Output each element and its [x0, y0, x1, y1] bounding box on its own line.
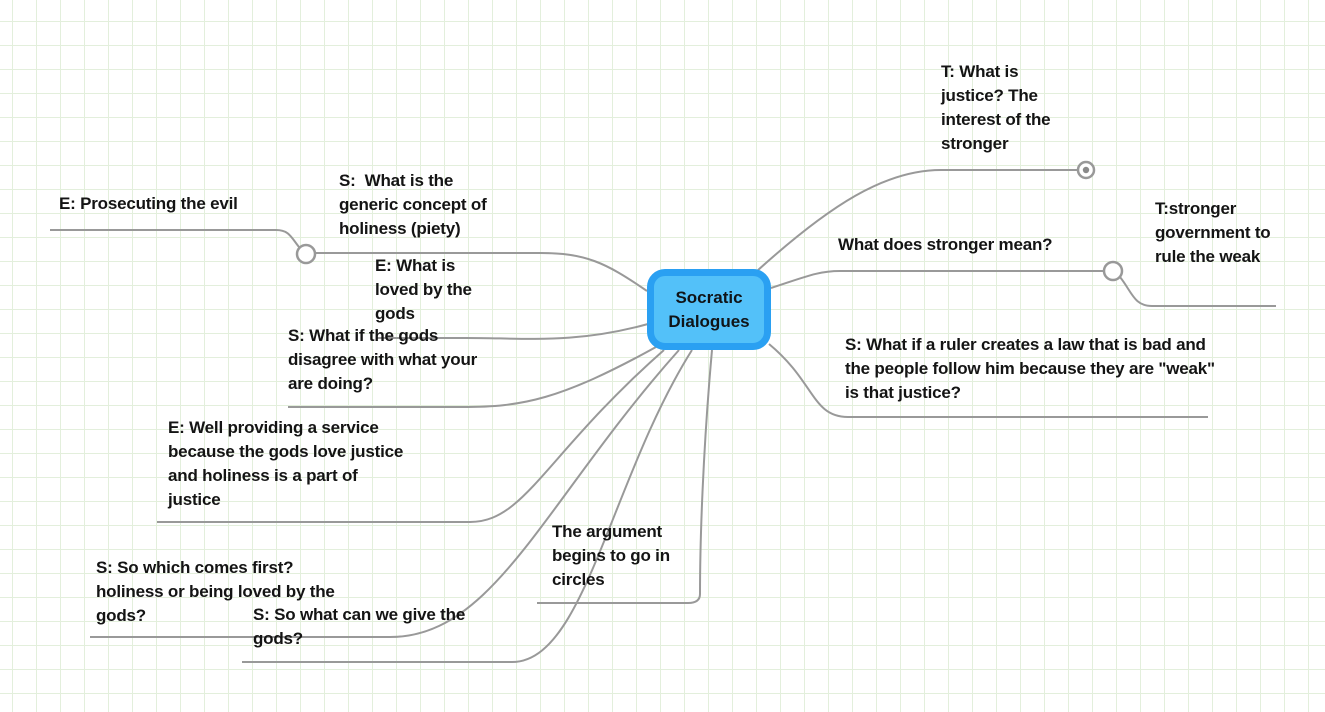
edge-prosecuting-evil — [50, 229, 300, 248]
node-generic-holiness[interactable]: S: What is the generic concept of holine… — [339, 171, 492, 238]
node-argument-circles[interactable]: The argument begins to go in circles — [552, 522, 675, 589]
edge-stronger-mean — [770, 270, 1104, 289]
edge-justice-interest — [756, 169, 1077, 272]
edge-stronger-government — [1119, 276, 1276, 307]
root-node-label: Socratic Dialogues — [668, 287, 750, 331]
junction-circle-left[interactable] — [295, 243, 317, 265]
edge-ruler-bad-law — [768, 343, 1208, 418]
root-node-socratic-dialogues[interactable]: Socratic Dialogues — [647, 269, 771, 350]
edge-loved-by-gods — [377, 323, 649, 340]
edge-which-comes-first — [90, 349, 680, 638]
node-justice-interest[interactable]: T: What is justice? The interest of the … — [941, 62, 1055, 153]
node-gods-disagree[interactable]: S: What if the gods disagree with what y… — [288, 326, 482, 393]
edge-gods-disagree — [288, 346, 657, 408]
node-which-comes-first[interactable]: S: So which comes first? holiness or bei… — [96, 558, 340, 625]
node-stronger-mean[interactable]: What does stronger mean? — [838, 235, 1053, 254]
node-providing-service[interactable]: E: Well providing a service because the … — [168, 418, 408, 509]
node-prosecuting-evil[interactable]: E: Prosecuting the evil — [59, 194, 238, 213]
junction-circle-right[interactable] — [1102, 260, 1124, 282]
node-stronger-government[interactable]: T:stronger government to rule the weak — [1155, 199, 1275, 266]
edge-give-gods — [242, 349, 693, 663]
node-loved-by-gods[interactable]: E: What is loved by the gods — [375, 256, 477, 323]
edge-argument-circles — [537, 349, 713, 604]
edge-providing-service — [157, 349, 665, 523]
node-ruler-bad-law[interactable]: S: What if a ruler creates a law that is… — [845, 335, 1220, 402]
node-give-gods[interactable]: S: So what can we give the gods? — [253, 605, 470, 648]
edge-generic-holiness — [315, 252, 648, 292]
collapsed-branch-icon[interactable] — [1076, 160, 1096, 180]
